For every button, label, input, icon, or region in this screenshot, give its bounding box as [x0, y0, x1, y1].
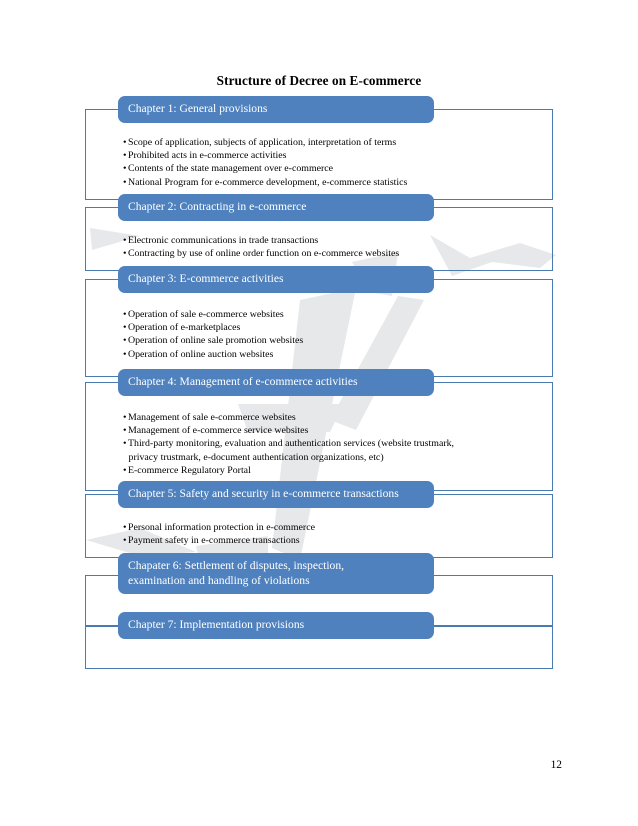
page-title: Structure of Decree on E-commerce [216, 73, 422, 88]
chapter-header-2[interactable]: Chapter 2: Contracting in e-commerce [118, 194, 434, 221]
chapter-header-7[interactable]: Chapter 7: Implementation provisions [118, 612, 434, 639]
chapter-header-4[interactable]: Chapter 4: Management of e-commerce acti… [118, 369, 434, 396]
list-item: Prohibited acts in e-commerce activities [123, 149, 543, 162]
list-item: Operation of sale e-commerce websites [123, 308, 543, 321]
chapter-header-1[interactable]: Chapter 1: General provisions [118, 96, 434, 123]
list-item: Operation of e-marketplaces [123, 321, 543, 334]
list-item: Management of sale e-commerce websites [123, 411, 543, 424]
list-item: Operation of online auction websites [123, 348, 543, 361]
list-item: E-commerce Regulatory Portal [123, 464, 543, 477]
list-item: Scope of application, subjects of applic… [123, 136, 543, 149]
list-item: Personal information protection in e-com… [123, 521, 543, 534]
list-item: Electronic communications in trade trans… [123, 234, 543, 247]
list-item: Contents of the state management over e-… [123, 162, 543, 175]
list-item: Operation of online sale promotion websi… [123, 334, 543, 347]
chapter-header-5[interactable]: Chapter 5: Safety and security in e-comm… [118, 481, 434, 508]
list-item: Third-party monitoring, evaluation and a… [123, 437, 543, 463]
list-item: Management of e-commerce service website… [123, 424, 543, 437]
chapter-bullet-list-1: Scope of application, subjects of applic… [123, 136, 543, 189]
chapter-bullet-list-2: Electronic communications in trade trans… [123, 234, 543, 260]
chapter-bullet-list-5: Personal information protection in e-com… [123, 521, 543, 547]
chapter-bullet-list-3: Operation of sale e-commerce websites Op… [123, 308, 543, 361]
list-item: Contracting by use of online order funct… [123, 247, 543, 260]
chapter-header-3[interactable]: Chapter 3: E-commerce activities [118, 266, 434, 293]
list-item: Payment safety in e-commerce transaction… [123, 534, 543, 547]
chapter-header-6[interactable]: Chapater 6: Settlement of disputes, insp… [118, 553, 434, 594]
chapter-bullet-list-4: Management of sale e-commerce websites M… [123, 411, 543, 477]
list-item: National Program for e-commerce developm… [123, 176, 543, 189]
page-number: 12 [550, 759, 562, 771]
